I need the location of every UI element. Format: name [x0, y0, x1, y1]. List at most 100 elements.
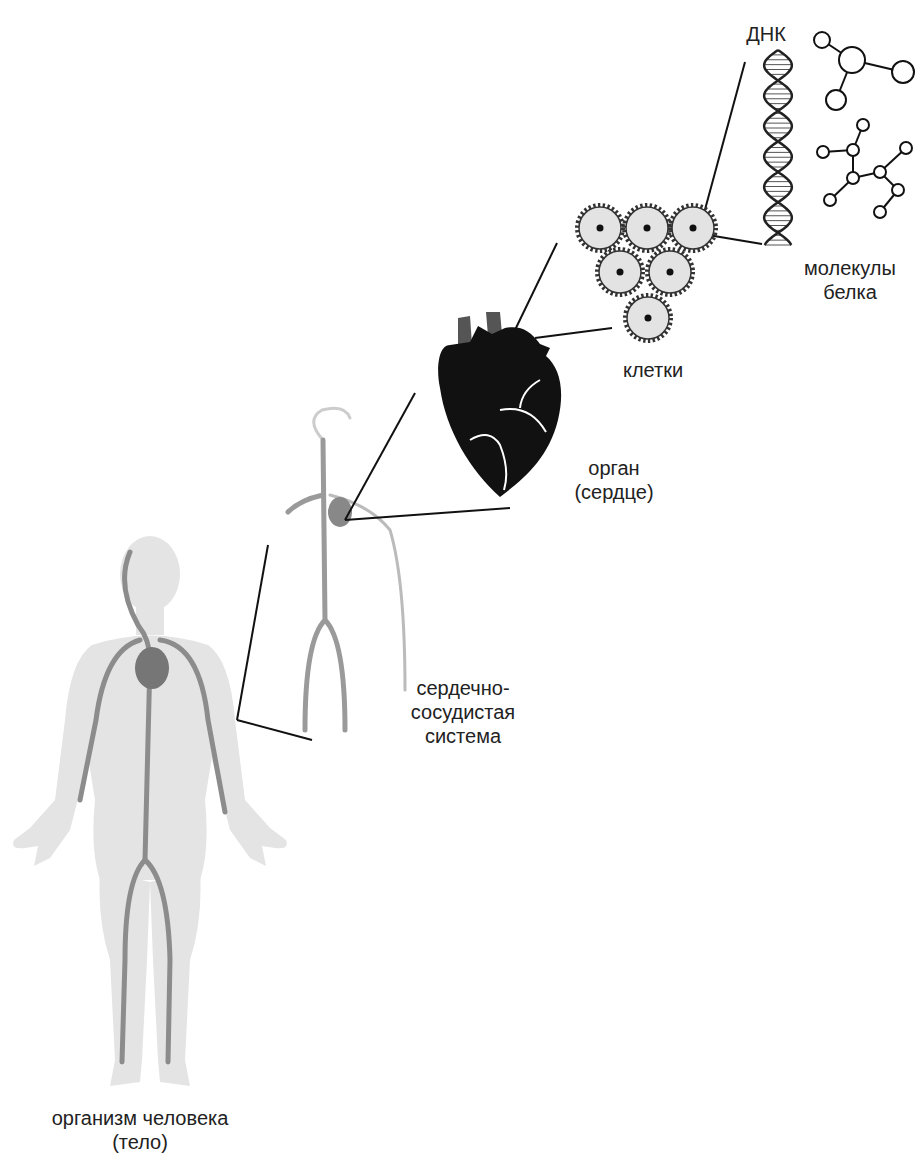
leg: [150, 870, 201, 1086]
base-pair: [765, 123, 792, 124]
zoom-line: [515, 243, 557, 330]
cell-nucleus: [597, 225, 604, 232]
heart: [438, 312, 561, 497]
cell-body: [599, 251, 641, 293]
aorta: [125, 552, 150, 860]
human-body: [13, 536, 287, 1086]
vessel: [314, 408, 350, 440]
system-label: сердечно-сосудистая система: [393, 676, 533, 748]
atom: [814, 32, 830, 48]
base-pair: [766, 162, 790, 163]
dna-strand: [764, 50, 792, 245]
zoom-line: [237, 545, 268, 720]
base-pair: [767, 132, 789, 133]
cell-teeth: [670, 205, 716, 251]
base-pair: [764, 93, 792, 94]
base-pair: [765, 191, 790, 192]
organism-label: организм человека (тело): [35, 1106, 245, 1154]
cell-body: [579, 207, 621, 249]
atom: [892, 184, 904, 196]
atom: [900, 142, 912, 154]
vessel: [305, 440, 325, 730]
base-pair: [765, 69, 790, 70]
atom: [892, 61, 914, 83]
heart-shape: [438, 326, 561, 497]
zoom-line: [345, 508, 510, 520]
dna-strand: [764, 50, 792, 245]
cell: [670, 205, 716, 251]
base-pair: [768, 240, 787, 241]
dna-label: ДНК: [721, 22, 811, 46]
atom: [817, 146, 829, 158]
zoom-line: [535, 328, 612, 338]
atom: [839, 47, 865, 73]
cells: [577, 205, 716, 341]
cell-nucleus: [617, 269, 624, 276]
base-pair: [765, 152, 790, 153]
base-pair: [766, 59, 790, 60]
cell: [597, 249, 643, 295]
artery: [122, 860, 145, 1062]
body-vessels: [80, 552, 225, 1062]
arm: [13, 645, 96, 866]
atom: [826, 90, 846, 110]
cell-nucleus: [644, 225, 651, 232]
cell: [647, 249, 693, 295]
atom: [874, 206, 886, 218]
base-pair: [767, 89, 789, 90]
cell-nucleus: [690, 225, 697, 232]
base-pair: [768, 225, 787, 226]
artery: [145, 860, 170, 1062]
zoom-lines: [237, 62, 762, 740]
cell-body: [649, 251, 691, 293]
cardiovascular-system: [288, 408, 405, 730]
cell-teeth: [577, 205, 623, 251]
base-pair: [764, 64, 792, 65]
molecule-label: молекулы белка: [790, 256, 910, 304]
base-pair: [764, 215, 792, 216]
zoom-line: [708, 235, 762, 244]
base-pair: [764, 128, 792, 129]
base-pair: [765, 220, 792, 221]
cell-teeth: [597, 249, 643, 295]
base-pair: [767, 210, 789, 211]
atom: [824, 194, 836, 206]
atom: [847, 144, 859, 156]
cell-teeth: [625, 295, 671, 341]
base-pair: [765, 98, 792, 99]
base-pair: [765, 245, 792, 246]
cell-teeth: [647, 249, 693, 295]
base-pair: [764, 157, 792, 158]
atom: [847, 172, 859, 184]
vessel: [325, 620, 345, 730]
artery: [160, 640, 225, 812]
cell: [577, 205, 623, 251]
artery: [80, 640, 140, 800]
atom: [857, 119, 869, 131]
cell: [624, 205, 670, 251]
zoom-line: [237, 720, 312, 740]
base-pair: [766, 181, 790, 182]
cells-label: клетки: [598, 358, 708, 382]
cell-teeth: [624, 205, 670, 251]
cell-body: [626, 207, 668, 249]
organ-label: орган (сердце): [564, 456, 664, 504]
small-heart: [135, 647, 169, 689]
vessel: [288, 495, 323, 512]
cell-body: [627, 297, 669, 339]
cell-body: [672, 207, 714, 249]
zoom-line: [345, 393, 415, 520]
zoom-line: [700, 62, 745, 228]
dna-helix: [764, 50, 792, 245]
cell-nucleus: [667, 269, 674, 276]
base-pair: [764, 186, 792, 187]
cell-nucleus: [645, 315, 652, 322]
protein-molecules: [814, 32, 914, 218]
base-pair: [768, 103, 787, 104]
base-pair: [768, 118, 787, 119]
atom: [874, 166, 886, 178]
coronary-vessel: [470, 380, 546, 490]
